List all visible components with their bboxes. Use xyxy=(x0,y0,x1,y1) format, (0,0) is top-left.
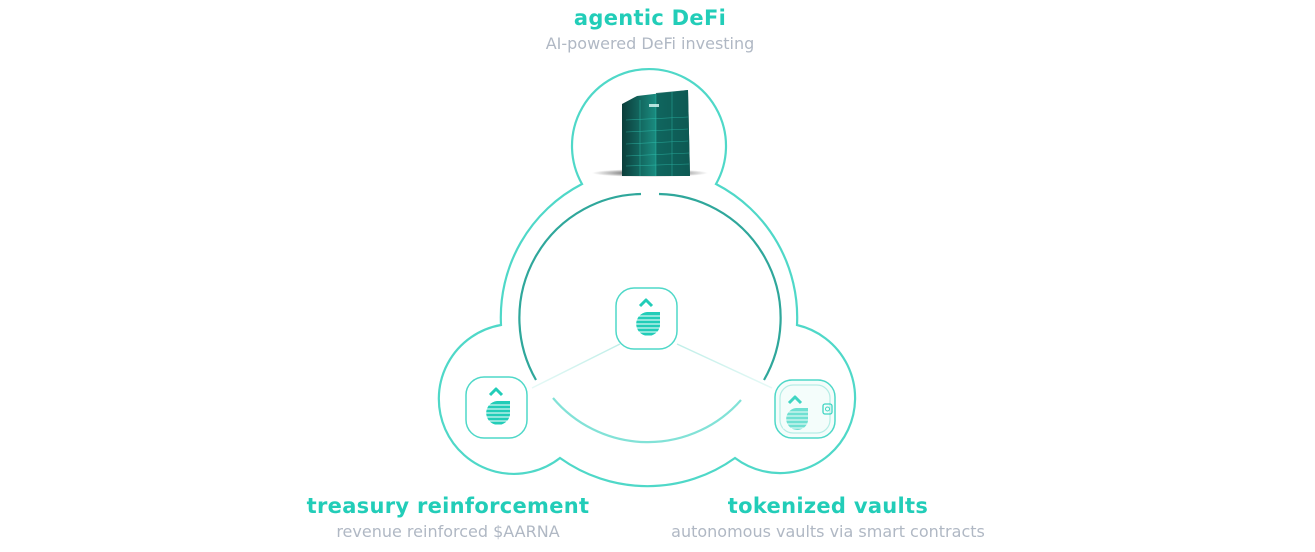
aarna-logo-icon xyxy=(632,298,662,337)
right-vault-box xyxy=(774,379,836,439)
building-icon xyxy=(592,90,708,177)
aarna-logo-icon xyxy=(482,387,512,426)
node-right-label: tokenized vaults autonomous vaults via s… xyxy=(628,494,1028,541)
node-right-title: tokenized vaults xyxy=(727,494,929,518)
center-logo-box xyxy=(615,287,678,350)
node-left-label: treasury reinforcement revenue reinforce… xyxy=(298,494,598,541)
left-logo-box xyxy=(465,376,528,439)
outer-ring xyxy=(437,67,857,488)
node-top-label: agentic DeFi AI-powered DeFi investing xyxy=(0,6,1300,53)
node-top-title: agentic DeFi xyxy=(573,6,727,30)
node-left-title: treasury reinforcement xyxy=(306,494,590,518)
connectors xyxy=(531,190,773,389)
inner-ring xyxy=(518,192,782,444)
node-left-subtitle: revenue reinforced $AARNA xyxy=(336,522,560,541)
vault-icon xyxy=(783,395,833,430)
node-top-subtitle: AI-powered DeFi investing xyxy=(545,34,755,53)
node-right-subtitle: autonomous vaults via smart contracts xyxy=(671,522,985,541)
